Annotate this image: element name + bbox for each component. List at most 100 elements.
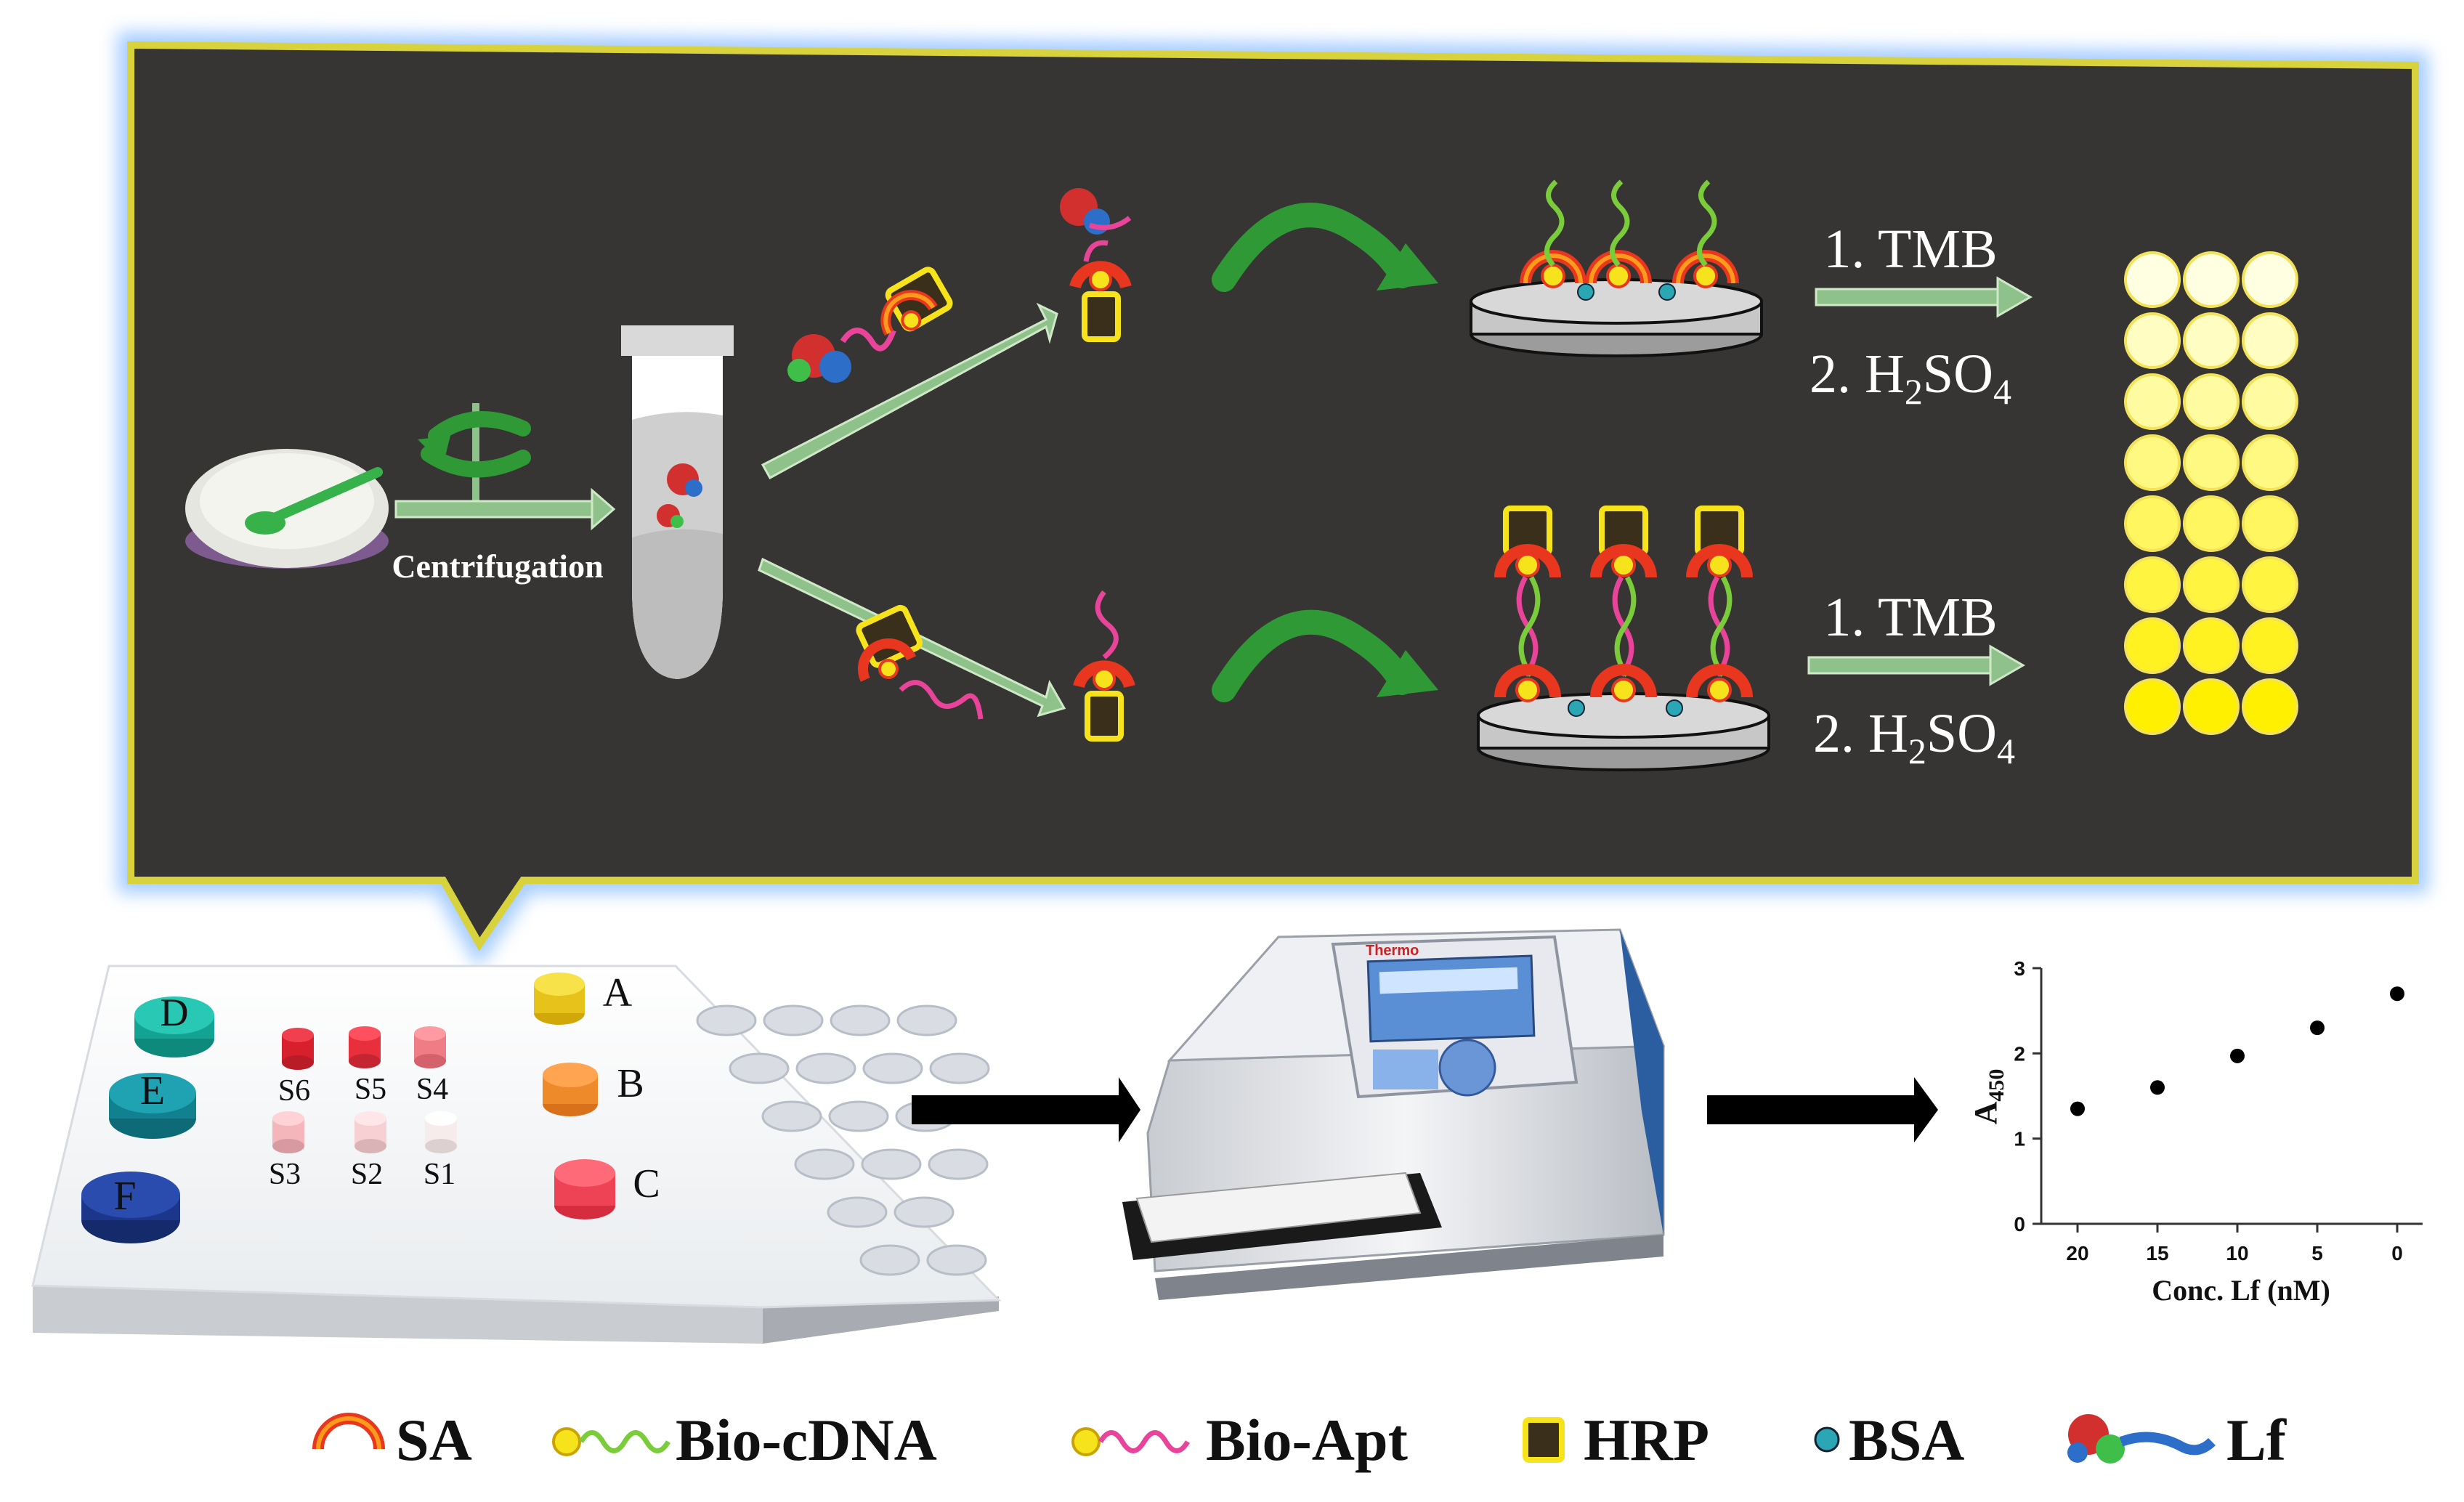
svg-text:SA: SA [396,1407,472,1473]
svg-text:S2: S2 [351,1158,383,1191]
chart-y-tick-label: 2 [2014,1042,2025,1065]
tray-well [926,1244,987,1276]
milk-powder-sample-icon [185,449,389,569]
tray-well [729,1052,790,1084]
color-well [2183,373,2240,430]
lower-step-h2so4: 2. H2SO4 [1813,703,2015,771]
color-well [2183,556,2240,613]
svg-text:BSA: BSA [1849,1407,1965,1473]
svg-text:Lf: Lf [2226,1407,2287,1473]
sa-hrp-upper-icon [1060,188,1132,342]
cdna-probe [1672,179,1739,288]
vial-s1: S1 [423,1111,457,1191]
legend-item-hrp: HRP [1523,1407,1709,1473]
tray-well [795,1052,856,1084]
sa-hrp-lower-icon [1073,590,1135,742]
svg-text:D: D [161,991,189,1034]
colorimetric-well-grid [2124,251,2298,735]
chart-point [2310,1020,2325,1036]
svg-text:C: C [633,1161,660,1206]
color-well [2124,373,2181,430]
arrow-tray-to-reader [912,1077,1140,1142]
svg-text:B: B [617,1061,644,1106]
color-well [2183,617,2240,674]
hybrid-complex [1494,506,1561,702]
tray-well [761,1100,822,1132]
arrow-reader-to-chart [1707,1077,1938,1142]
vial-c: C [554,1159,660,1219]
svg-text:S1: S1 [423,1158,455,1191]
chart-point [2150,1080,2165,1095]
svg-text:Bio-cDNA: Bio-cDNA [676,1407,937,1473]
vial-s3: S3 [269,1111,304,1191]
legend-item-bsa: BSA [1814,1407,1965,1473]
tray-well [893,1196,955,1228]
chart-y-tick-label: 3 [2014,957,2025,980]
tray-well [896,1004,957,1036]
lower-step-tmb: 1. TMB [1823,587,1997,648]
hybrid-complex [1686,506,1753,702]
color-well [2183,312,2240,369]
tray-well [861,1148,922,1180]
upper-step-arrow [1815,276,2033,318]
legend-item-bio-apt: Bio-Apt [1071,1407,1408,1473]
chart-y-tick-label: 0 [2014,1213,2025,1235]
rotation-icon [418,403,531,501]
plate-hybrid-lower [1477,506,1770,771]
curved-arrow-lower [1212,609,1438,702]
plate-cdna-upper [1470,179,1763,357]
svg-text:Bio-Apt: Bio-Apt [1206,1407,1408,1473]
color-well [2242,251,2298,308]
color-well [2242,495,2298,552]
cdna-probe [1585,179,1652,288]
color-well [2183,434,2240,491]
tray-well [794,1148,855,1180]
tray-well [763,1004,824,1036]
svg-text:S5: S5 [354,1073,386,1106]
color-well [2183,495,2240,552]
tray-well [830,1004,891,1036]
microplate-reader-icon: Thermo [1122,928,1666,1300]
color-well [2242,678,2298,735]
chart-point [2070,1101,2085,1116]
color-well [2124,556,2181,613]
centrifugation-label: Centrifugation [392,548,603,585]
chart-y-label: A450 [1968,1069,2009,1125]
upper-step-h2so4: 2. H2SO4 [1809,344,2011,412]
bsa-icon [1658,283,1676,301]
color-well [2124,434,2181,491]
color-well [2242,434,2298,491]
vial-d: D [134,991,214,1058]
svg-text:S6: S6 [278,1074,310,1108]
vial-e: E [109,1068,196,1139]
arrow-sample-to-tube [394,487,616,531]
lf-apt-complex-icon [787,267,953,383]
chart-x-tick-label: 10 [2226,1242,2248,1264]
color-well [2242,617,2298,674]
chart-x-tick-label: 20 [2066,1242,2088,1264]
svg-text:S3: S3 [269,1158,301,1191]
chart-x-tick-label: 5 [2311,1242,2323,1264]
svg-text:A: A [603,970,633,1015]
chart-x-tick-label: 15 [2146,1242,2168,1264]
color-well [2183,678,2240,735]
color-well [2124,495,2181,552]
tray-well [928,1148,989,1180]
arrow-upper-path [761,302,1058,480]
tray-well [859,1244,920,1276]
vial-s4: S4 [414,1026,448,1106]
chart-point [2390,986,2404,1002]
legend-item-bio-cdna: Bio-cDNA [552,1407,937,1473]
vial-s2: S2 [351,1111,386,1191]
tray-well [862,1052,923,1084]
process-panel [118,31,2428,969]
legend-item-lf: Lf [2067,1407,2287,1473]
curved-arrow-upper [1212,203,1438,292]
cdna-probe [1520,179,1586,288]
svg-text:HRP: HRP [1584,1407,1709,1473]
color-well [2124,251,2181,308]
svg-text:E: E [140,1068,165,1113]
vial-f: F [81,1172,180,1243]
